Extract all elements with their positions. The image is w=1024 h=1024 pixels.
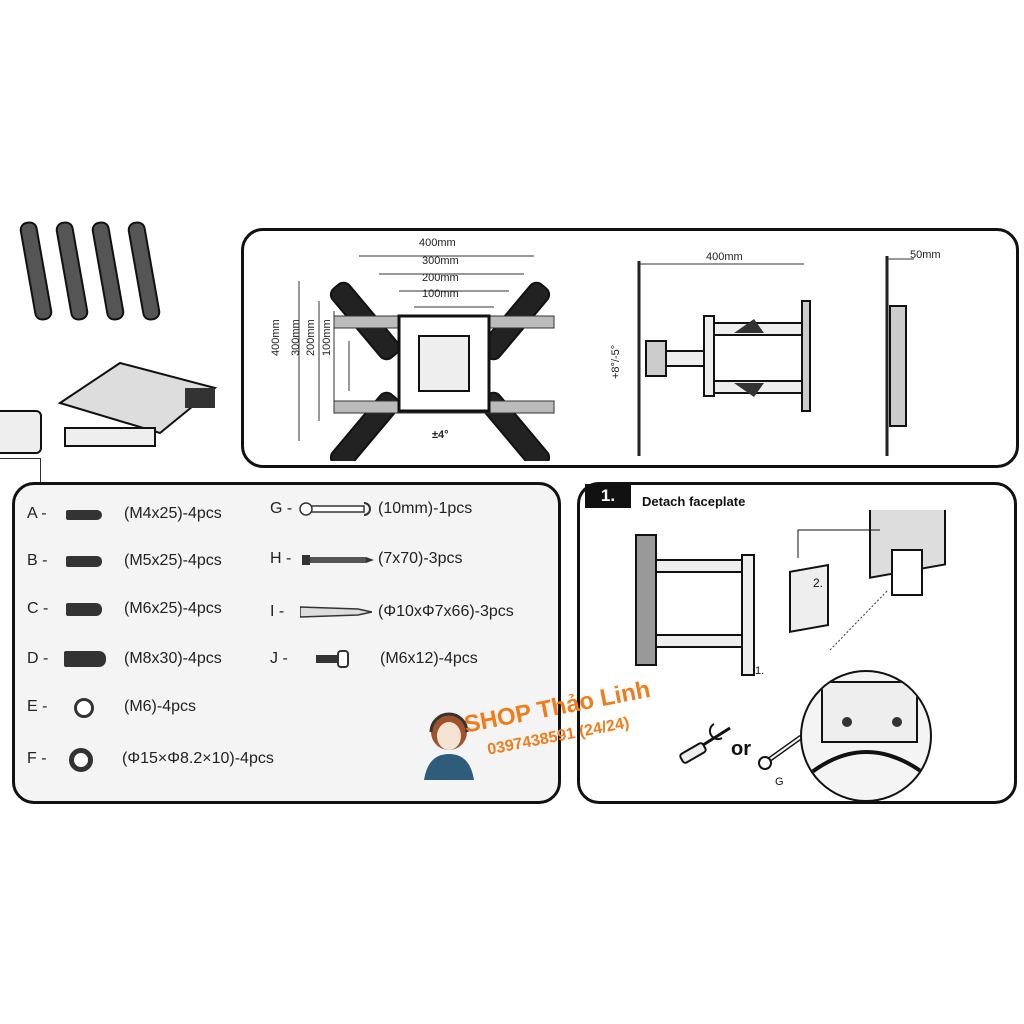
screw-icon — [66, 510, 102, 520]
dim-front-300-width: 300mm — [422, 255, 459, 267]
dimensions-panel: 400mm 300mm 200mm 100mm 400mm 300mm 200m… — [241, 228, 1019, 468]
dim-front-200-height: 200mm — [305, 319, 317, 356]
part-letter-j: J - — [270, 650, 288, 667]
profile-view-drawing — [885, 256, 914, 456]
screwdriver-icon — [679, 723, 731, 764]
screw-icon — [316, 650, 349, 668]
anchor-icon — [300, 606, 372, 618]
tilt-label: +8°/-5° — [610, 344, 622, 379]
detach-faceplate-illustration — [635, 510, 946, 676]
part-spec-f: (Φ15×Φ8.2×10)-4pcs — [122, 750, 274, 767]
side-view-drawing — [637, 261, 811, 456]
part-spec-e: (M6)-4pcs — [124, 698, 197, 715]
screw-icon — [64, 651, 106, 667]
part-spec-h: (7x70)-3pcs — [378, 550, 463, 567]
part-spec-j: (M6x12)-4pcs — [380, 650, 478, 667]
part-letter-f: F - — [27, 750, 47, 767]
parts-list-panel — [12, 482, 561, 804]
part-letter-g: G - — [270, 500, 293, 517]
support-avatar-logo — [424, 712, 474, 780]
nut-icon — [74, 698, 94, 718]
part-letter-d: D - — [27, 650, 49, 667]
front-view-drawing — [298, 255, 555, 461]
faceplate-illustration — [57, 361, 218, 447]
step-title: Detach faceplate — [642, 494, 746, 509]
part-spec-d: (M8x30)-4pcs — [124, 650, 222, 667]
part-spec-b: (M5x25)-4pcs — [124, 552, 222, 569]
callout-1: 1. — [755, 665, 765, 677]
part-spec-c: (M6x25)-4pcs — [124, 600, 222, 617]
part-letter-c: C - — [27, 600, 49, 617]
dim-front-400-width: 400mm — [419, 237, 456, 249]
step-number: 1. — [600, 486, 616, 505]
screw-icon — [66, 556, 102, 567]
wrench-icon — [758, 734, 803, 770]
dim-profile-depth: 50mm — [910, 249, 941, 261]
part-spec-i: (Φ10xΦ7x66)-3pcs — [378, 603, 514, 620]
step-panel — [577, 482, 1017, 804]
mounting-arms-illustration — [19, 221, 161, 321]
detail-magnifier — [800, 670, 932, 802]
dim-front-400-height: 400mm — [270, 319, 282, 356]
spacer-icon — [69, 748, 93, 772]
dim-front-300-height: 300mm — [290, 319, 302, 356]
wrench-icon — [299, 502, 371, 516]
dim-front-200-width: 200mm — [422, 272, 459, 284]
rotation-label: ±4° — [432, 429, 449, 441]
part-letter-h: H - — [270, 550, 292, 567]
part-letter-i: I - — [270, 603, 285, 620]
detail-drawing — [810, 681, 924, 774]
lag-bolt-icon — [302, 555, 374, 565]
or-label: or — [731, 738, 751, 760]
step-number-tab: 1. — [585, 484, 631, 508]
part-spec-g: (10mm)-1pcs — [378, 500, 473, 517]
part-spec-a: (M4x25)-4pcs — [124, 505, 222, 522]
dim-front-100-height: 100mm — [321, 319, 333, 356]
screw-icon — [66, 603, 102, 616]
cropped-box — [0, 410, 42, 454]
dim-front-100-width: 100mm — [422, 288, 459, 300]
dim-side-extension: 400mm — [706, 251, 743, 263]
part-letter-a: A - — [27, 505, 47, 522]
tool-label: G — [775, 776, 784, 788]
part-letter-e: E - — [27, 698, 48, 715]
callout-2: 2. — [813, 576, 824, 590]
connector-line — [0, 458, 41, 487]
part-letter-b: B - — [27, 552, 48, 569]
